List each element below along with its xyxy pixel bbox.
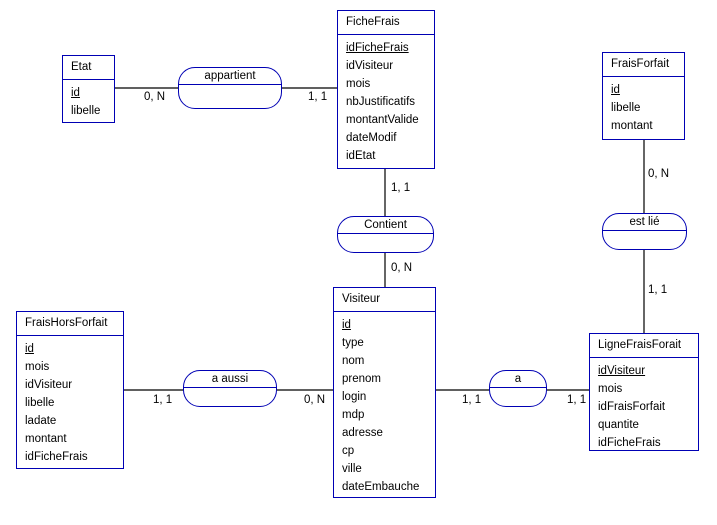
- attribute-idFicheFrais: idFicheFrais: [25, 451, 88, 463]
- entity-etat-attributes: id libelle: [63, 80, 114, 120]
- attribute-idVisiteur: idVisiteur: [598, 365, 646, 377]
- association-divider: [338, 233, 433, 234]
- attribute-adresse: adresse: [342, 427, 383, 439]
- attribute-id: id: [611, 84, 620, 96]
- attribute-dateEmbauche: dateEmbauche: [342, 481, 420, 493]
- entity-etat-title: Etat: [63, 56, 114, 80]
- entity-frais-hors-forfait[interactable]: FraisHorsForfait id mois idVisiteur libe…: [16, 311, 124, 469]
- entity-fiche-frais-attributes: idFicheFrais idVisiteur mois nbJustifica…: [338, 35, 434, 165]
- attribute-type: type: [342, 337, 364, 349]
- entity-fiche-frais[interactable]: FicheFrais idFicheFrais idVisiteur mois …: [337, 10, 435, 169]
- attribute-libelle: libelle: [25, 397, 55, 409]
- attribute-mois: mois: [25, 361, 50, 373]
- cardinality-visiteur-a: 1, 1: [462, 394, 482, 406]
- attribute-quantite: quantite: [598, 419, 639, 431]
- cardinality-ligne-estlie: 1, 1: [648, 284, 668, 296]
- association-a-aussi-label: a aussi: [211, 373, 249, 385]
- cardinality-horsforfait-aaussi: 1, 1: [153, 394, 173, 406]
- association-appartient[interactable]: appartient: [178, 67, 282, 109]
- attribute-montant: montant: [25, 433, 67, 445]
- entity-visiteur-attributes: id type nom prenom login mdp adresse cp …: [334, 312, 435, 496]
- entity-frais-forfait-title: FraisForfait: [603, 53, 684, 77]
- cardinality-visiteur-aaussi: 0, N: [304, 394, 326, 406]
- association-a[interactable]: a: [489, 370, 547, 407]
- association-contient-label: Contient: [364, 219, 407, 231]
- entity-visiteur[interactable]: Visiteur id type nom prenom login mdp ad…: [333, 287, 436, 498]
- association-est-lie-label: est lié: [629, 216, 660, 228]
- entity-frais-forfait-attributes: id libelle montant: [603, 77, 684, 135]
- cardinality-fraisforfait-estlie: 0, N: [648, 168, 670, 180]
- entity-visiteur-title: Visiteur: [334, 288, 435, 312]
- attribute-cp: cp: [342, 445, 355, 457]
- entity-ligne-frais-forfait-title: LigneFraisForait: [590, 334, 698, 358]
- attribute-idFicheFrais: idFicheFrais: [346, 42, 409, 54]
- attribute-login: login: [342, 391, 367, 403]
- attribute-libelle: libelle: [71, 105, 101, 117]
- cardinality-ligne-a: 1, 1: [567, 394, 587, 406]
- association-divider: [603, 230, 686, 231]
- entity-frais-hors-forfait-attributes: id mois idVisiteur libelle ladate montan…: [17, 336, 123, 466]
- attribute-libelle: libelle: [611, 102, 641, 114]
- attribute-idVisiteur: idVisiteur: [25, 379, 73, 391]
- attribute-id: id: [342, 319, 351, 331]
- cardinality-visiteur-contient: 0, N: [391, 262, 413, 274]
- attribute-dateModif: dateModif: [346, 132, 397, 144]
- attribute-idFicheFrais: idFicheFrais: [598, 437, 661, 449]
- cardinality-fichefrais-contient: 1, 1: [391, 182, 411, 194]
- association-appartient-label: appartient: [204, 70, 256, 82]
- attribute-id: id: [25, 343, 34, 355]
- entity-fiche-frais-title: FicheFrais: [338, 11, 434, 35]
- association-contient[interactable]: Contient: [337, 216, 434, 253]
- attribute-ladate: ladate: [25, 415, 57, 427]
- attribute-idEtat: idEtat: [346, 150, 376, 162]
- entity-frais-forfait[interactable]: FraisForfait id libelle montant: [602, 52, 685, 140]
- attribute-mois: mois: [598, 383, 623, 395]
- entity-ligne-frais-forfait-attributes: idVisiteur mois idFraisForfait quantite …: [590, 358, 698, 452]
- attribute-id: id: [71, 87, 80, 99]
- attribute-montantValide: montantValide: [346, 114, 419, 126]
- attribute-mois: mois: [346, 78, 371, 90]
- entity-ligne-frais-forfait[interactable]: LigneFraisForait idVisiteur mois idFrais…: [589, 333, 699, 451]
- attribute-nom: nom: [342, 355, 365, 367]
- cardinality-fichefrais-appartient: 1, 1: [308, 91, 328, 103]
- attribute-nbJustificatifs: nbJustificatifs: [346, 96, 416, 108]
- association-est-lie[interactable]: est lié: [602, 213, 687, 250]
- attribute-idFraisForfait: idFraisForfait: [598, 401, 666, 413]
- association-divider: [490, 387, 546, 388]
- attribute-montant: montant: [611, 120, 653, 132]
- attribute-idVisiteur: idVisiteur: [346, 60, 394, 72]
- association-a-label: a: [514, 373, 522, 385]
- association-a-aussi[interactable]: a aussi: [183, 370, 277, 407]
- entity-frais-hors-forfait-title: FraisHorsForfait: [17, 312, 123, 336]
- entity-etat[interactable]: Etat id libelle: [62, 55, 115, 123]
- attribute-ville: ville: [342, 463, 362, 475]
- cardinality-etat-appartient: 0, N: [144, 91, 166, 103]
- attribute-mdp: mdp: [342, 409, 365, 421]
- attribute-prenom: prenom: [342, 373, 381, 385]
- association-divider: [184, 387, 276, 388]
- association-divider: [179, 84, 281, 85]
